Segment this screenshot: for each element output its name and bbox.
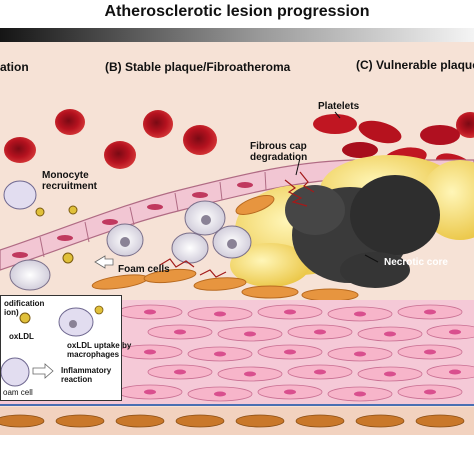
platelets-label: Platelets [318, 101, 360, 112]
arrow-icon [32, 363, 54, 379]
legend-foam-cell: oam cell [3, 388, 33, 397]
monocyte-recruitment-label: Monocyte recruitment [42, 170, 98, 192]
legend-oxldl: oxLDL [9, 332, 34, 341]
stage-c-label: (C) Vulnerable plaque [356, 58, 474, 72]
stage-b-label: (B) Stable plaque/Fibroatheroma [105, 60, 291, 74]
legend-box: odification ion) oxLDL oxLDL uptake by m… [0, 295, 131, 401]
red-blood-cells [4, 109, 474, 169]
fibrous-cap-label: Fibrous cap degradation [250, 141, 308, 163]
progression-bar [0, 28, 474, 42]
stage-a-label: ation [0, 60, 29, 74]
legend-icons [1, 305, 104, 387]
foam-cell-icon [1, 357, 30, 387]
necrotic-core-label: Necrotic core [384, 257, 448, 268]
legend-inflammatory: Inflammatory reaction [61, 366, 112, 384]
fibrous-cap-fibers [159, 171, 315, 278]
orange-intima-cells [91, 195, 359, 302]
diagram-title: Atherosclerotic lesion progression [104, 3, 370, 20]
oxldl-particles [35, 205, 78, 264]
foam-cells-cluster [3, 180, 252, 291]
oxldl-icon [19, 312, 31, 324]
legend-modification: odification ion) [4, 299, 45, 317]
foam-cells-label: Foam cells [118, 264, 170, 275]
legend-uptake: oxLDL uptake by macrophages [67, 341, 132, 359]
